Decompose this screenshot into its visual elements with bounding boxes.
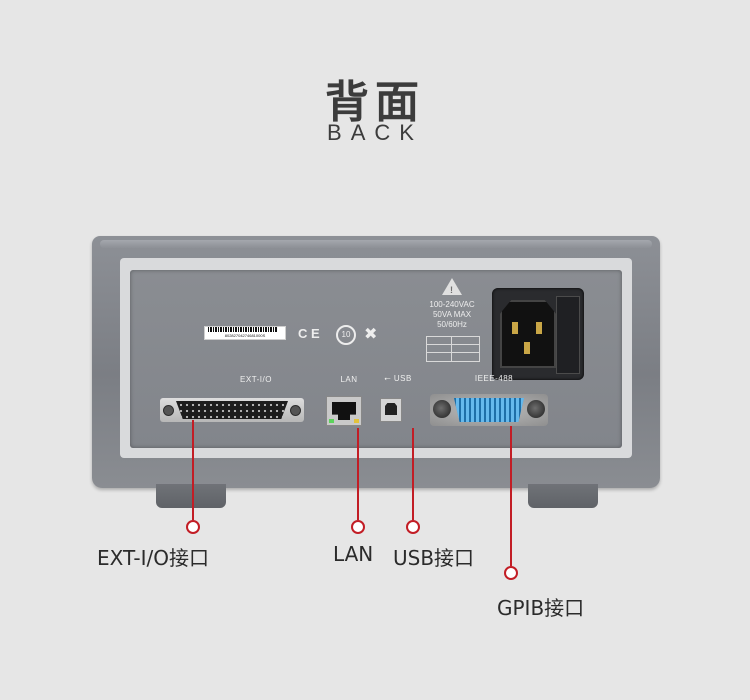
callout-label-usb: USB接口: [393, 546, 475, 570]
usb-icon: ⭠: [384, 374, 392, 383]
rear-panel-plate: 80282704274681000S C E 10 ✖ ! 100-240VAC…: [130, 270, 622, 448]
rj45-socket: [332, 402, 356, 420]
fuse-holder[interactable]: [556, 296, 580, 374]
callout-dot-ext-io: [186, 520, 200, 534]
title-chinese: 背面: [325, 77, 425, 128]
right-foot: [528, 484, 598, 508]
callout-label-ext-io: EXT-I/O接口: [97, 546, 209, 570]
power-max: 50VA MAX: [432, 310, 472, 319]
title-english: BACK: [327, 120, 423, 145]
weee-bin-icon: ✖: [364, 326, 378, 343]
power-voltage: 100-240VAC: [429, 300, 475, 309]
serial-number: 80282704274681000S: [224, 333, 266, 338]
warning-triangle-icon: [442, 278, 462, 295]
ac-power-inlet[interactable]: [492, 288, 584, 380]
ext-io-label: EXT-I/O: [240, 375, 272, 384]
power-frequency: 50/60Hz: [437, 320, 467, 329]
callout-line-lan: [357, 428, 359, 520]
plug-pin-left: [512, 322, 518, 334]
plug-pin-right: [536, 322, 542, 334]
usb-label-text: USB: [393, 374, 412, 383]
callout-line-gpib: [510, 426, 512, 566]
lan-label: LAN: [340, 375, 358, 384]
environmental-circle-icon: 10: [336, 325, 356, 345]
fuse-rating-table: [426, 336, 480, 362]
gpib-screw-left-icon: [433, 400, 451, 418]
callout-dot-lan: [351, 520, 365, 534]
callout-line-usb: [412, 428, 414, 520]
gpib-screw-right-icon: [527, 400, 545, 418]
dsub-screw-right-icon: [290, 405, 301, 416]
warning-exclamation-icon: !: [450, 285, 453, 295]
lan-port[interactable]: [326, 396, 362, 426]
barcode-icon: [208, 327, 278, 332]
usb-b-socket: [385, 403, 397, 415]
lan-led-right: [354, 419, 359, 423]
callout-dot-gpib: [504, 566, 518, 580]
power-rating: 100-240VAC 50VA MAX 50/60Hz: [422, 300, 482, 330]
plug-pin-ground: [524, 342, 530, 354]
ce-mark: C E: [298, 326, 320, 341]
housing-top-edge: [100, 240, 652, 248]
callout-label-gpib: GPIB接口: [497, 596, 585, 620]
dsub-connector: [176, 401, 288, 419]
callout-label-lan: LAN: [333, 542, 374, 566]
left-foot: [156, 484, 226, 508]
ext-io-port[interactable]: [160, 398, 304, 422]
dsub-screw-left-icon: [163, 405, 174, 416]
gpib-connector: [454, 398, 524, 422]
usb-port[interactable]: [380, 398, 402, 422]
callout-dot-usb: [406, 520, 420, 534]
gpib-port[interactable]: [430, 394, 548, 426]
callout-line-ext-io: [192, 420, 194, 520]
lan-led-left: [329, 419, 334, 423]
instrument-rear-panel: 80282704274681000S C E 10 ✖ ! 100-240VAC…: [92, 236, 660, 508]
usb-label: ⭠ USB: [376, 374, 420, 384]
ieee-488-label: IEEE-488: [474, 374, 514, 383]
iec-plug-socket: [500, 300, 556, 368]
